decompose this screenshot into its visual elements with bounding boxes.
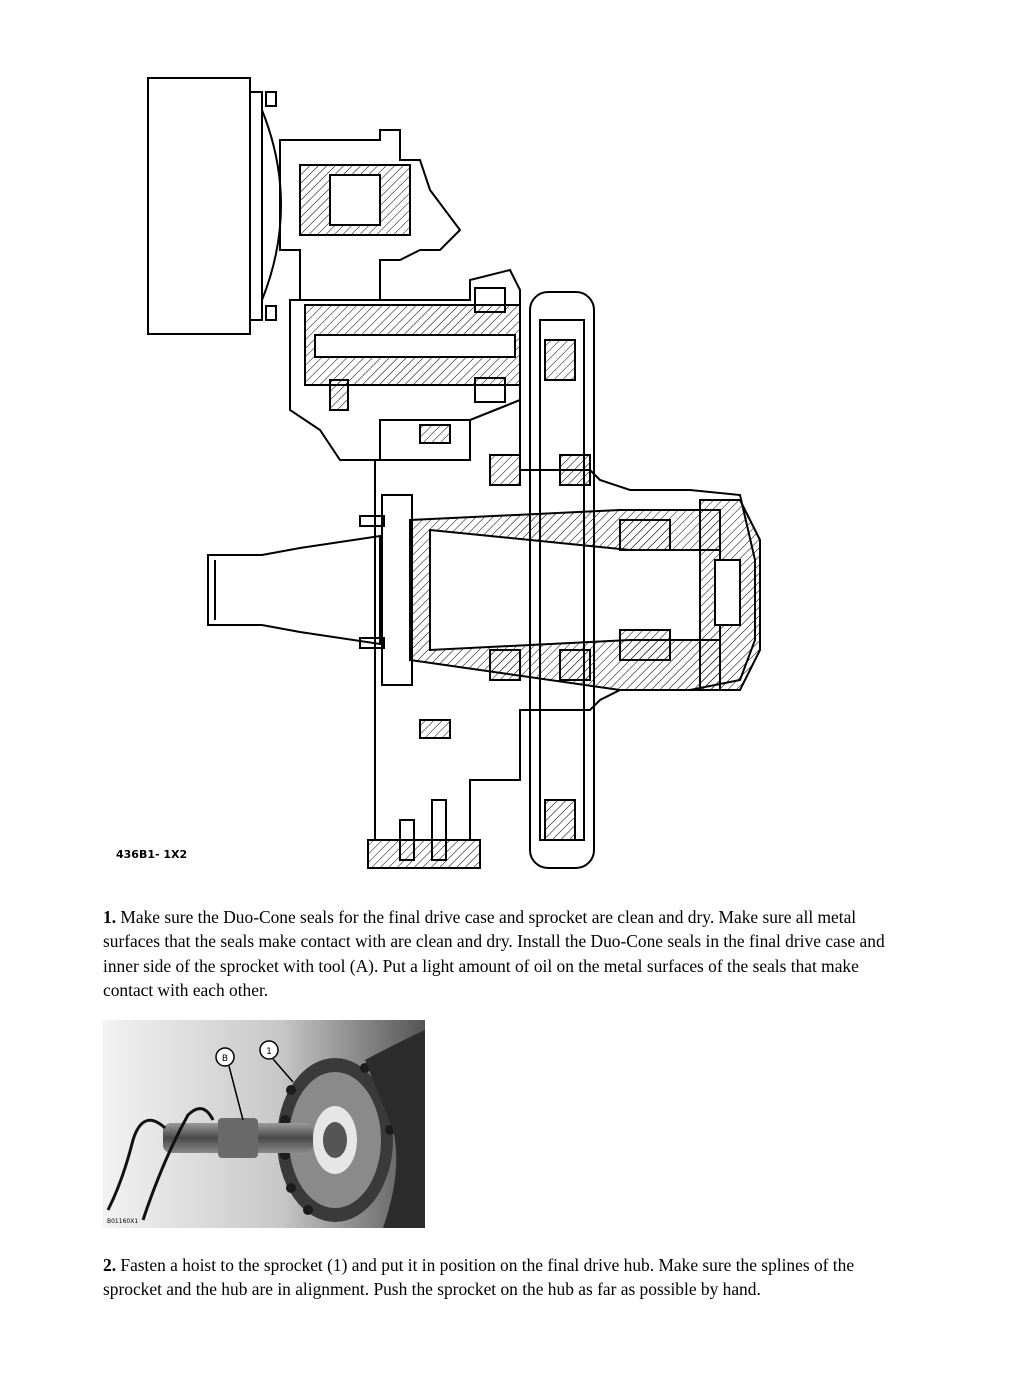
final-drive-cross-section-drawing: 436B1- 1X2 [116, 77, 761, 869]
step-2-number: 2. [103, 1255, 117, 1275]
callout-1-label: 1 [266, 1047, 272, 1057]
sprocket-installation-photo: B 1 B01160X1 [103, 1020, 425, 1228]
figure-caption: 436B1- 1X2 [116, 848, 187, 861]
step-2-paragraph: 2. Fasten a hoist to the sprocket (1) an… [103, 1253, 903, 1302]
callout-b-label: B [222, 1054, 228, 1064]
step-1-paragraph: 1. Make sure the Duo-Cone seals for the … [103, 905, 903, 1002]
photo-code: B01160X1 [107, 1218, 138, 1225]
step-1-number: 1. [103, 907, 117, 927]
step-1-text: Make sure the Duo-Cone seals for the fin… [103, 907, 885, 1000]
step-2-text: Fasten a hoist to the sprocket (1) and p… [103, 1255, 855, 1300]
